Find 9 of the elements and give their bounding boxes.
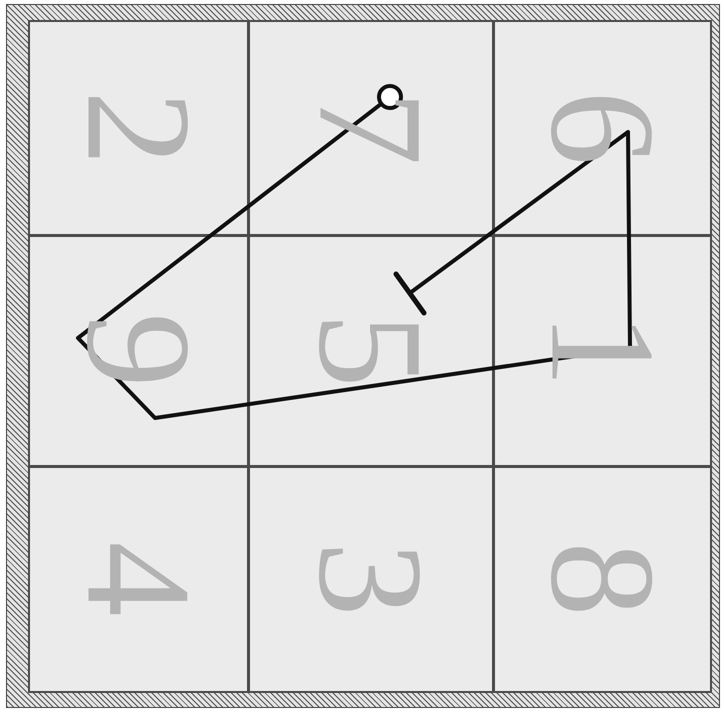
digit: 7 — [295, 90, 445, 165]
digit: 1 — [527, 312, 677, 388]
digit: 6 — [527, 90, 677, 165]
digit: 3 — [295, 542, 445, 616]
digit: 4 — [63, 542, 213, 616]
digit: 8 — [527, 542, 677, 616]
digit: 5 — [295, 312, 445, 388]
digit: 2 — [63, 90, 213, 165]
digit: 9 — [63, 312, 213, 388]
